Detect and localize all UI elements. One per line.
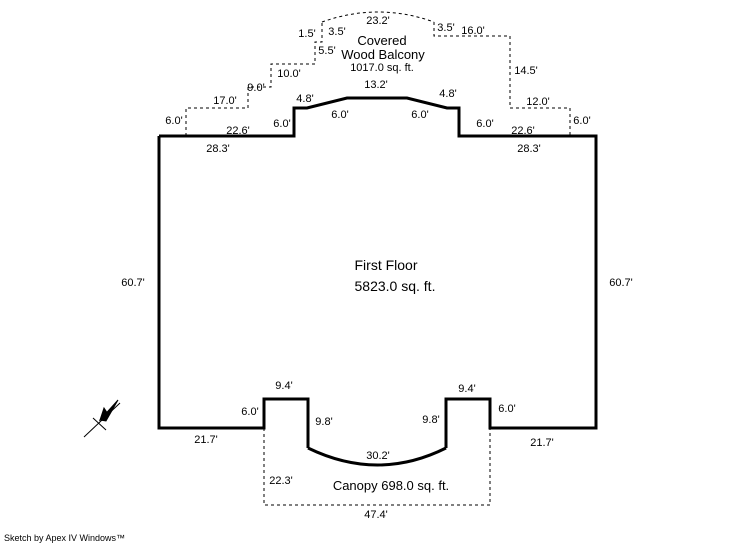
dim-canopy-side: 22.3' <box>269 475 293 487</box>
dim-canopy-bottom: 47.4' <box>364 509 388 521</box>
dim-bal-145: 14.5' <box>514 65 538 77</box>
dim-bottom-arc: 30.2' <box>366 450 390 462</box>
dim-bal-right-outer: 6.0' <box>573 115 590 127</box>
balcony-area: 1017.0 sq. ft. <box>350 62 414 74</box>
dim-bal-15: 1.5' <box>298 28 315 40</box>
dim-bal-left-outer: 6.0' <box>165 115 182 127</box>
balcony-outline <box>185 11 571 136</box>
balcony-name-1: Covered <box>357 33 406 48</box>
balcony-name-2: Wood Balcony <box>341 47 425 62</box>
dim-bottom-left-step: 6.0' <box>241 406 258 418</box>
dim-bal-16: 16.0' <box>461 25 485 37</box>
dim-top-left-step: 6.0' <box>273 118 290 130</box>
dim-bal-17: 17.0' <box>213 95 237 107</box>
dim-bottom-right-top: 9.4' <box>458 383 475 395</box>
sketch-credit: Sketch by Apex IV Windows™ <box>4 533 126 543</box>
canopy-label: Canopy 698.0 sq. ft. <box>333 478 449 493</box>
dim-bal-left-inner: 22.6' <box>226 125 250 137</box>
compass-icon <box>83 399 121 438</box>
dim-bottom-left-top: 9.4' <box>275 380 292 392</box>
dim-bottom-right-step: 6.0' <box>498 403 515 415</box>
dim-bal-12: 12.0' <box>526 96 550 108</box>
dim-bal-35-left: 3.5' <box>328 26 345 38</box>
dim-bottom-left-side: 9.8' <box>315 416 332 428</box>
canopy-outline <box>263 428 491 506</box>
dim-top-left-notch: 6.0' <box>331 109 348 121</box>
first-floor-name: First Floor <box>355 257 418 273</box>
dim-top-left-angle: 4.8' <box>296 93 313 105</box>
dim-bal-9: 9.0' <box>247 82 264 94</box>
dim-bal-arc: 23.2' <box>366 15 390 27</box>
dim-top-right-run: 28.3' <box>517 143 541 155</box>
dim-bal-right-inner: 22.6' <box>511 125 535 137</box>
dim-top-right-step: 6.0' <box>476 118 493 130</box>
dim-right-wall: 60.7' <box>609 277 633 289</box>
dim-bal-55: 5.5' <box>318 45 335 57</box>
first-floor-outline <box>157 96 598 467</box>
dim-bal-35-right: 3.5' <box>437 22 454 34</box>
dim-top-right-angle: 4.8' <box>439 88 456 100</box>
dim-bal-10: 10.0' <box>277 68 301 80</box>
dim-bottom-right-run: 21.7' <box>530 437 554 449</box>
dim-top-left-run: 28.3' <box>206 143 230 155</box>
dim-bottom-left-run: 21.7' <box>194 434 218 446</box>
dim-top-center: 13.2' <box>364 79 388 91</box>
first-floor-area: 5823.0 sq. ft. <box>355 278 436 294</box>
dim-left-wall: 60.7' <box>121 277 145 289</box>
dim-top-right-notch: 6.0' <box>411 109 428 121</box>
dim-bottom-right-side: 9.8' <box>422 414 439 426</box>
